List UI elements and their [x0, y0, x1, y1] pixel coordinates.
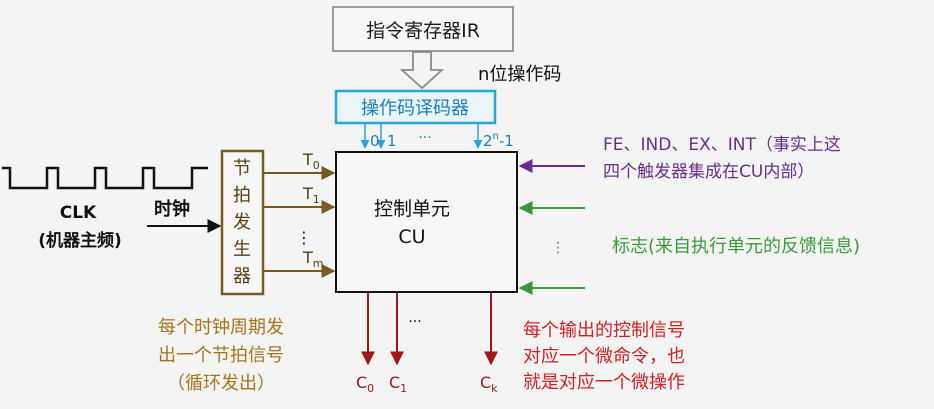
beat-generator-box: [220, 149, 265, 296]
timing-tm-label: Tm: [302, 248, 324, 270]
clk-sub-label: (机器主频): [38, 230, 122, 251]
decoder-output-n-label: 2n-1: [483, 131, 514, 150]
flags-label: 标志(来自执行单元的反馈信息): [612, 236, 860, 257]
control-unit-box: [335, 151, 518, 293]
output-ck-label: Ck: [480, 373, 498, 395]
beat-note-line-2: 出一个节拍信号: [158, 345, 284, 366]
opcode-hollow-arrow: [399, 51, 445, 90]
output-dots: ···: [408, 314, 421, 330]
clk-label: CLK: [60, 203, 97, 223]
beat-generator-char-1: 节: [233, 158, 251, 179]
timing-dots: ⋮: [296, 228, 312, 247]
instruction-register-box: [332, 6, 514, 52]
timing-t0-label: T0: [302, 150, 320, 172]
clock-square-wave: [2, 166, 208, 190]
flipflop-note-line-1: FE、IND、EX、INT（事实上这: [603, 135, 841, 155]
output-note-line-1: 每个输出的控制信号: [523, 320, 685, 341]
beat-note-line-3: （循环发出）: [167, 373, 275, 394]
output-c1-label: C1: [389, 373, 407, 395]
output-note-line-2: 对应一个微命令，也: [523, 346, 685, 367]
beat-generator-char-2: 拍: [233, 185, 251, 206]
control-unit-abbr: CU: [398, 226, 425, 248]
flag-dots: ⋮: [551, 240, 565, 256]
control-unit-title: 控制单元: [374, 198, 450, 220]
beat-generator-char-5: 器: [233, 266, 251, 287]
opcode-decoder-label: 操作码译码器: [361, 98, 469, 119]
beat-generator-char-3: 发: [233, 212, 251, 233]
opcode-decoder-box: [334, 89, 497, 125]
beat-note-line-1: 每个时钟周期发: [158, 317, 284, 338]
decoder-output-dots: ···: [418, 130, 431, 146]
instruction-register-label: 指令寄存器IR: [366, 20, 480, 42]
timing-t1-label: T1: [302, 184, 320, 206]
decoder-output-1-label: 1: [387, 132, 397, 150]
beat-generator-char-4: 生: [233, 239, 251, 260]
opcode-bits-label: n位操作码: [478, 64, 561, 85]
decoder-output-0-label: 0: [370, 132, 380, 150]
clock-label: 时钟: [154, 198, 190, 220]
output-c0-label: C0: [356, 373, 374, 395]
output-note-line-3: 就是对应一个微操作: [523, 372, 685, 393]
flipflop-note-line-2: 四个触发器集成在CU内部）: [603, 162, 814, 182]
